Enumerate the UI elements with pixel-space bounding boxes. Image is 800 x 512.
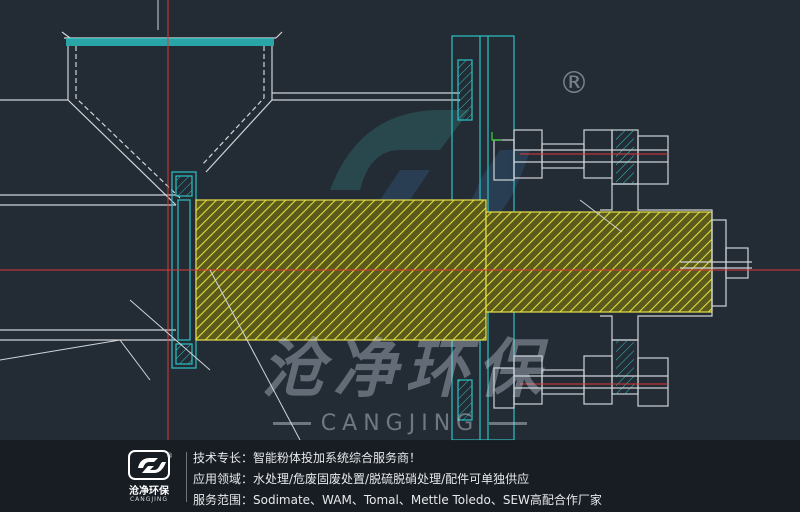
info-label: 技术专长： <box>193 451 254 465</box>
hopper <box>0 31 460 206</box>
info-value: Sodimate、WAM、Tomal、Mettle Toledo、SEW高配合作… <box>253 493 602 507</box>
bolt-assembly-lower <box>493 355 669 409</box>
info-value: 水处理/危废固废处置/脱硫脱硝处理/配件可单独供应 <box>253 472 530 486</box>
info-label: 应用领域： <box>193 472 254 486</box>
info-label: 服务范围： <box>193 493 254 507</box>
watermark-company-name-en: CANGJING <box>320 410 480 436</box>
logo-registered-mark: ® <box>166 452 173 460</box>
centerlines <box>0 0 800 440</box>
info-line-service-scope: 服务范围：Sodimate、WAM、Tomal、Mettle Toledo、SE… <box>193 491 602 508</box>
logo-company-name-en: CANGJING <box>129 496 169 503</box>
marker-green <box>491 132 502 141</box>
logo-company-name: 沧净环保 <box>129 486 169 497</box>
watermark-english-row: CANGJING <box>250 408 550 438</box>
company-logo-icon <box>128 450 170 480</box>
company-logo: ® 沧净环保 CANGJING <box>120 448 178 506</box>
registered-mark: ® <box>559 66 589 101</box>
info-value: 智能粉体投加系统综合服务商！ <box>253 451 422 465</box>
footer-divider <box>186 452 187 502</box>
feed-pipe <box>0 194 176 341</box>
info-line-applications: 应用领域：水处理/危废固废处置/脱硫脱硝处理/配件可单独供应 <box>193 470 529 487</box>
watermark-dash-right <box>489 421 528 425</box>
shaft-extension <box>485 211 713 313</box>
leader-lines <box>0 0 623 441</box>
watermark-company-name: 沧净环保 <box>261 333 549 407</box>
info-line-expertise: 技术专长：智能粉体投加系统综合服务商！ <box>193 449 421 466</box>
watermark-dash-left <box>272 421 311 425</box>
